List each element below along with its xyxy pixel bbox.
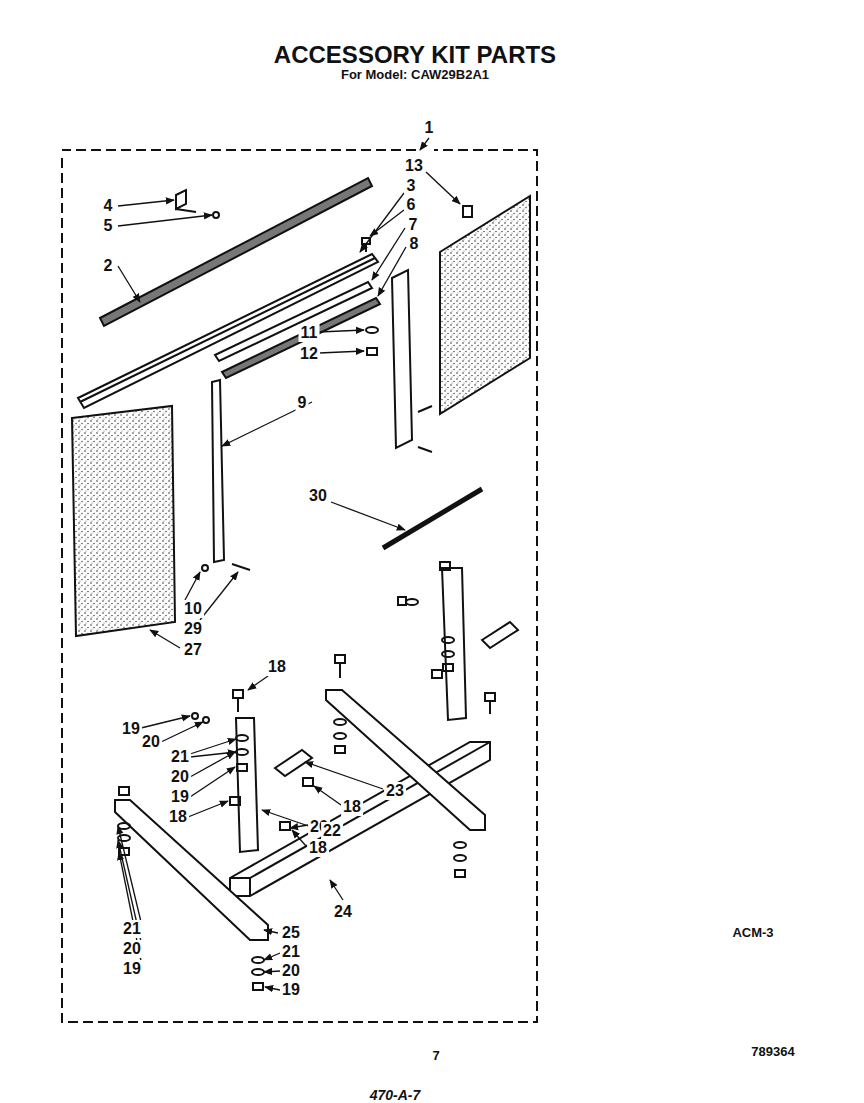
callout-number: 20 <box>140 733 162 751</box>
callout-number: 13 <box>403 157 425 175</box>
callout-number: 21 <box>280 943 302 961</box>
callout-number: 10 <box>182 600 204 618</box>
model-number: For Model: CAW29B2A1 <box>339 67 491 82</box>
callout-number: 19 <box>169 788 191 806</box>
callout-number: 20 <box>169 768 191 786</box>
page-note: 470-A-7 <box>368 1087 423 1103</box>
callout-number: 19 <box>280 981 302 999</box>
callout-number: 7 <box>407 216 420 234</box>
callout-number: 18 <box>167 808 189 826</box>
callout-number: 21 <box>169 748 191 766</box>
callout-number: 20 <box>280 962 302 980</box>
callout-number: 12 <box>298 345 320 363</box>
callout-number: 8 <box>408 235 421 253</box>
page-title: ACCESSORY KIT PARTS <box>274 43 556 67</box>
callout-number: 19 <box>120 720 142 738</box>
callout-number: 22 <box>321 822 343 840</box>
callout-number: 27 <box>182 641 204 659</box>
callout-number: 18 <box>266 658 288 676</box>
callout-number: 29 <box>182 620 204 638</box>
callout-number: 19 <box>121 960 143 978</box>
callout-number: 6 <box>405 196 418 214</box>
callout-number: 18 <box>307 839 329 857</box>
callout-number: 1 <box>423 119 436 137</box>
page-note: 789364 <box>749 1044 796 1059</box>
callout-number: 25 <box>280 924 302 942</box>
callout-number: 2 <box>102 257 115 275</box>
callout-number: 4 <box>102 197 115 215</box>
callout-number: 24 <box>332 903 354 921</box>
callout-number: 18 <box>341 798 363 816</box>
page-note: ACM-3 <box>730 925 775 940</box>
callout-number: 30 <box>307 487 329 505</box>
callout-number: 3 <box>405 177 418 195</box>
callout-number: 23 <box>384 782 406 800</box>
page-note: 7 <box>430 1048 441 1063</box>
callout-number: 11 <box>299 324 320 342</box>
callout-number: 5 <box>102 217 115 235</box>
callout-number: 9 <box>296 394 309 412</box>
callout-number: 21 <box>121 920 143 938</box>
callout-number: 20 <box>121 940 143 958</box>
